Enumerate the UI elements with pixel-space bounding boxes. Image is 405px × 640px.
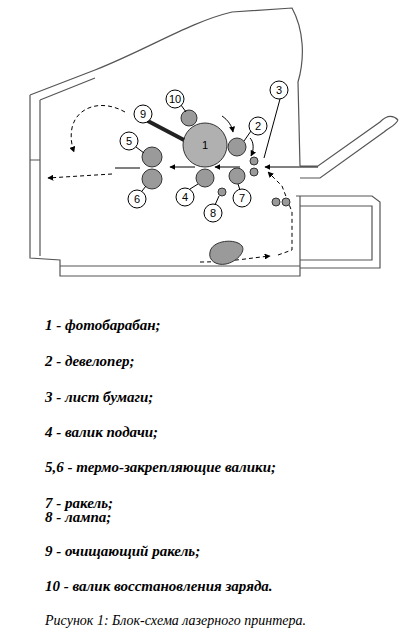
pickup-roller (282, 198, 290, 206)
callout-number: 6 (134, 193, 140, 205)
paper-path (215, 167, 240, 168)
legend-line: 3 - лист бумаги; (45, 388, 153, 406)
callout-circle (270, 81, 288, 99)
leader-line (136, 147, 144, 153)
feed-roller (196, 169, 214, 187)
developer-roller (228, 138, 246, 156)
legend-line: 5,6 - термо-закрепляющие валики; (45, 458, 276, 476)
leader-line (181, 105, 186, 112)
callout-circle (128, 190, 146, 208)
drawing-part (222, 116, 253, 156)
leader-line (190, 184, 198, 189)
rotation-arrow (222, 116, 233, 132)
charge-roller (181, 110, 197, 126)
callout-circle (166, 90, 184, 108)
fuser-roller (142, 147, 162, 167)
callout-circle (233, 189, 251, 207)
legend-line: 9 - очищающий ракель; (45, 542, 200, 560)
fuser-roller (142, 169, 162, 189)
legend-line: 4 - валик подачи; (45, 423, 158, 441)
callout-circle (120, 132, 138, 150)
front-panel (30, 78, 95, 256)
callout-number: 7 (239, 192, 245, 204)
paper-path (71, 105, 125, 152)
callout-number: 9 (140, 108, 146, 120)
pinch-roller (250, 157, 258, 165)
base-line (60, 265, 300, 266)
paper-path (115, 168, 140, 169)
callout-number: 10 (169, 93, 181, 105)
leader-line (142, 186, 146, 191)
paper-path (48, 174, 112, 178)
figure-caption: Рисунок 1: Блок-схема лазерного принтера… (45, 612, 306, 630)
callout-circle (134, 105, 152, 123)
legend-line: 1 - фотобарабан; (45, 316, 161, 334)
callout-circle (204, 204, 222, 222)
drawing-part (142, 110, 290, 264)
leader-line (244, 131, 251, 141)
pinch-roller (250, 168, 258, 176)
paper-path (265, 167, 318, 168)
drawing-part (30, 8, 398, 276)
leader-line (215, 196, 219, 205)
callout-number: 5 (126, 135, 132, 147)
drawing-part (120, 81, 288, 222)
legend-line: 8 - лампа; (45, 508, 111, 526)
callout-number: 8 (210, 207, 216, 219)
rakel (229, 168, 245, 184)
legend-line: 2 - девелопер; (45, 352, 135, 370)
paper-path (268, 172, 292, 255)
legend-line: 10 - валик восстановления заряда. (45, 577, 273, 595)
paper-path (170, 167, 195, 168)
callout-number: 3 (276, 84, 282, 96)
photodrum (183, 123, 227, 167)
printer-housing (30, 8, 302, 276)
callout-number: 2 (255, 120, 261, 132)
pickup-cam (210, 241, 243, 264)
cleaning-blade (146, 120, 184, 140)
callout-circle (249, 117, 267, 135)
output-tray (300, 116, 398, 178)
callout-number: 4 (182, 191, 188, 203)
paper-tray (296, 196, 380, 268)
lamp (218, 188, 226, 196)
callout-number: 1 (202, 139, 208, 151)
pickup-roller (272, 198, 280, 206)
drawing-part (48, 105, 318, 262)
rotation-arrow (250, 138, 253, 156)
callout-circle (176, 188, 194, 206)
